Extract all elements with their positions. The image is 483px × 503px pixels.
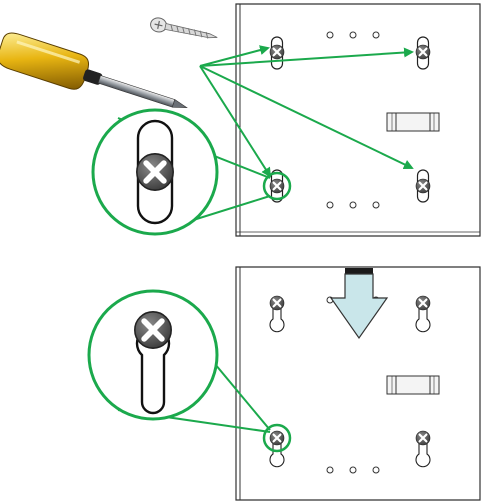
mounting-hole [372,31,380,39]
down-arrow-icon [329,268,389,340]
keyhole-slot-icon [414,169,432,203]
mounting-hole [372,201,380,209]
screwdriver-icon [0,32,188,109]
magnified-slot-callout [91,108,292,236]
screw-head-icon [268,294,286,312]
mounting-hole [326,31,334,39]
bottom-mounting-plate [235,266,481,501]
screw-head-icon [414,43,432,61]
mounting-hole [326,201,334,209]
top-mounting-plate [235,3,481,237]
callout-arrows [199,45,414,178]
screw-head-icon [268,429,286,447]
mounting-hole [372,466,380,474]
mounting-hole [349,31,357,39]
screw-head-icon [414,177,432,195]
screw-head-icon [268,43,286,61]
mounting-hole [326,466,334,474]
mounting-hole [349,201,357,209]
magnified-keyhole-callout [87,289,292,453]
screw-head-icon [414,294,432,312]
screw-icon [150,17,218,39]
keyhole-slot-icon [414,36,432,70]
bracket-clip [386,375,440,395]
screw-head-icon [268,177,286,195]
bracket-clip [386,112,440,132]
keyhole-slot-icon [268,36,286,70]
mounting-hole [349,466,357,474]
screw-head-icon [414,429,432,447]
